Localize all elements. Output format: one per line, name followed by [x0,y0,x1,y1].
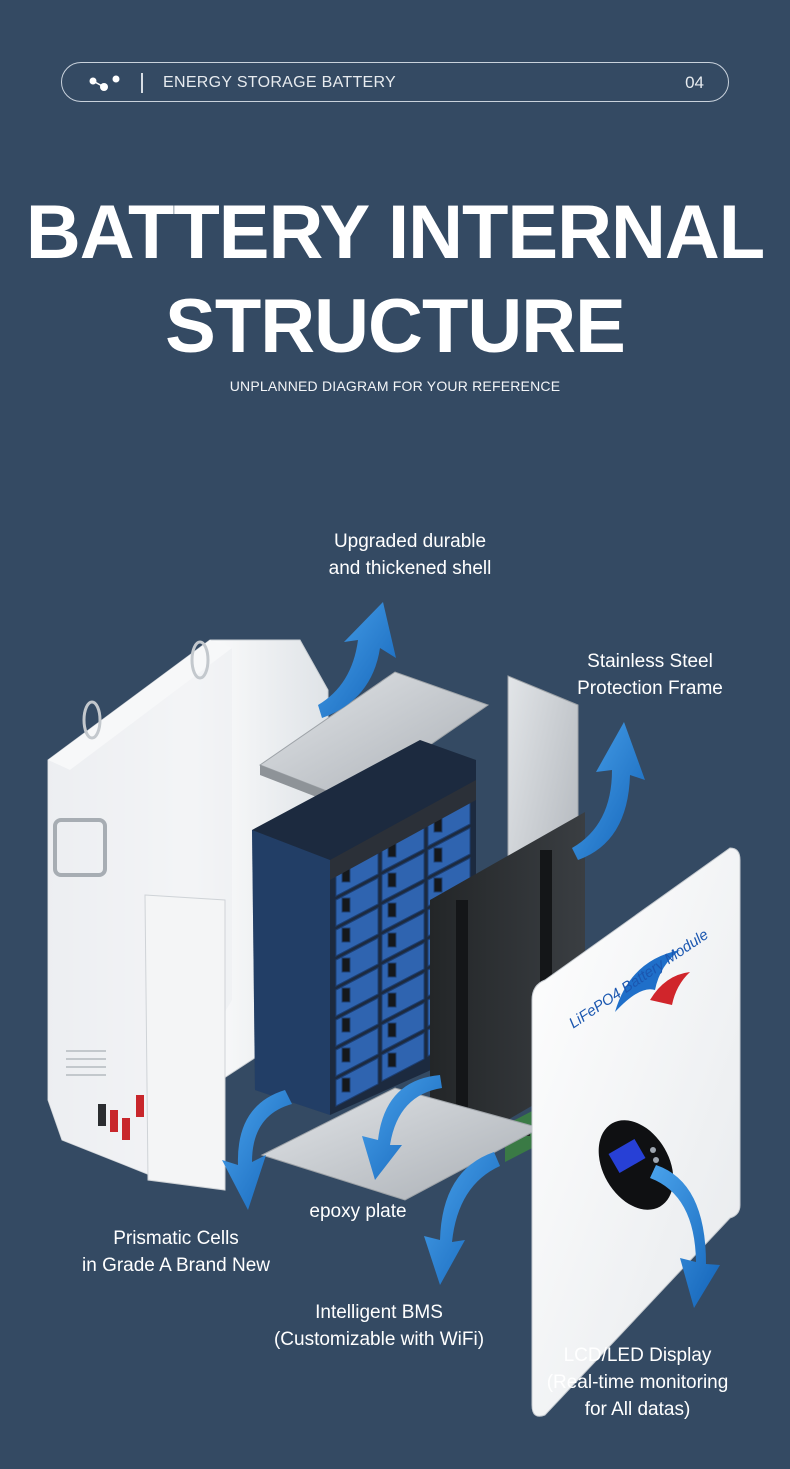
cell-terminal [433,847,443,863]
cell-block [381,882,425,932]
arrow-epoxy [362,1075,442,1180]
top-steel-plate [258,671,490,801]
arrow-shell [318,602,396,718]
cell-block [335,1057,379,1107]
page-title: BATTERY INTERNAL STRUCTURE [0,186,790,374]
cell-block [335,877,379,927]
cell-terminal [341,927,351,943]
label-shell-line-2: and thickened shell [328,558,492,579]
label-display-line-1: LCD/LED Display [563,1345,712,1366]
label-bms: Intelligent BMS (Customizable with WiFi) [264,1299,494,1353]
cell-terminal [387,962,397,978]
label-bms-line-1: Intelligent BMS [315,1302,443,1323]
title-line-2: STRUCTURE [165,284,626,369]
label-display: LCD/LED Display (Real-time monitoring fo… [530,1342,745,1423]
subtitle: UNPLANNED DIAGRAM FOR YOUR REFERENCE [229,378,561,394]
arrow-cells [222,1090,292,1210]
molecule-dots-icon [89,75,120,91]
header-divider [141,73,143,93]
cell-block [381,1002,425,1052]
label-bms-line-2: (Customizable with WiFi) [273,1329,485,1350]
cell-terminal [341,1047,351,1063]
cell-terminal [387,902,397,918]
label-epoxy: epoxy plate [288,1198,428,1225]
cell-block [335,967,379,1017]
label-cells: Prismatic Cells in Grade A Brand New [66,1225,286,1279]
label-frame-line-1: Stainless Steel [587,651,713,672]
label-frame-line-2: Protection Frame [577,678,723,699]
cell-block [335,997,379,1047]
cell-block [381,942,425,992]
arrow-bms [424,1152,500,1285]
page-number: 04 [685,73,704,92]
cell-terminal [387,932,397,948]
label-cells-line-1: Prismatic Cells [113,1228,239,1249]
cell-terminal [341,987,351,1003]
cell-block [335,937,379,987]
section-label: ENERGY STORAGE BATTERY [163,74,397,91]
cell-block [381,1032,425,1082]
front-panel [531,847,741,1417]
title-line-1: BATTERY INTERNAL [25,190,765,275]
cell-terminal [433,877,443,893]
cell-terminal [387,872,397,888]
label-display-line-2: (Real-time monitoring [546,1372,729,1393]
cell-block [381,912,425,962]
cell-terminal [341,957,351,973]
cell-terminal [387,992,397,1008]
label-display-line-3: for All datas) [584,1399,691,1420]
cell-block [381,972,425,1022]
cell-block [381,852,425,902]
cell-terminal [341,897,351,913]
cell-block [335,907,379,957]
cell-terminal [341,1017,351,1033]
cell-block [335,1027,379,1077]
arrow-display [650,1165,720,1308]
cell-terminal [387,1022,397,1038]
cell-block [427,827,471,877]
label-frame: Stainless Steel Protection Frame [560,648,740,702]
cell-terminal [341,1077,351,1093]
header-bar: ENERGY STORAGE BATTERY 04 [61,62,729,102]
label-shell-line-1: Upgraded durable [333,531,487,552]
label-cells-line-2: in Grade A Brand New [82,1255,270,1276]
label-epoxy-line-1: epoxy plate [309,1201,407,1222]
arrow-frame [572,722,645,860]
label-shell: Upgraded durable and thickened shell [300,528,520,582]
cell-terminal [387,1052,397,1068]
